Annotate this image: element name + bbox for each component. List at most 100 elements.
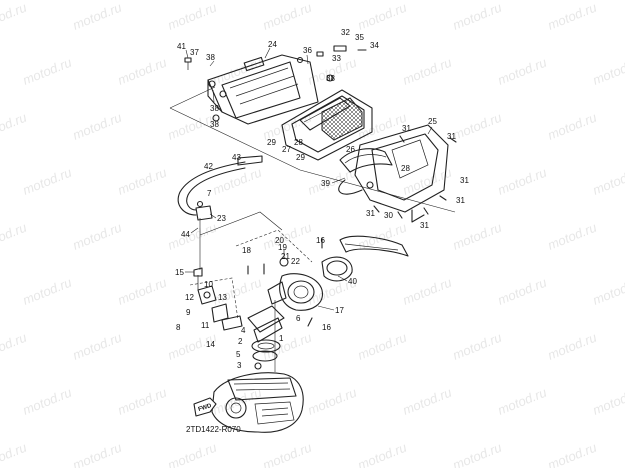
watermark-text: motod.ru — [21, 275, 74, 308]
watermark-text: motod.ru — [261, 440, 314, 468]
watermark-text: motod.ru — [71, 0, 124, 33]
throttle-sensor-parts — [193, 267, 243, 331]
callout-31e: 31 — [366, 209, 375, 218]
watermark-text: motod.ru — [496, 165, 549, 198]
watermark-text: motod.ru — [496, 275, 549, 308]
watermark-text: motod.ru — [116, 165, 169, 198]
watermark-text: motod.ru — [261, 220, 314, 253]
watermark-text: motod.ru — [451, 110, 504, 143]
callout-31f: 31 — [420, 221, 429, 230]
callout-28b: 28 — [401, 164, 410, 173]
watermark-text: motod.ru — [591, 385, 625, 418]
callout-9: 9 — [186, 308, 191, 317]
throttle-body — [267, 250, 323, 311]
callout-6: 6 — [296, 314, 301, 323]
watermark-text: motod.ru — [211, 275, 264, 308]
callout-5: 5 — [236, 350, 241, 359]
watermark-text: motod.ru — [0, 110, 29, 143]
watermark-text: motod.ru — [261, 0, 314, 33]
callout-10: 10 — [204, 280, 213, 289]
watermark-text: motod.ru — [261, 330, 314, 363]
watermark-text: motod.ru — [21, 55, 74, 88]
watermark-text: motod.ru — [166, 440, 219, 468]
watermark-text: motod.ru — [116, 275, 169, 308]
callout-31d: 31 — [456, 196, 465, 205]
callout-36: 36 — [303, 46, 312, 55]
callout-29b: 29 — [296, 153, 305, 162]
watermark-text: motod.ru — [546, 110, 599, 143]
callout-27: 27 — [282, 145, 291, 154]
watermark-text: motod.ru — [356, 330, 409, 363]
callout-1: 1 — [279, 334, 284, 343]
callout-28: 28 — [294, 138, 303, 147]
watermark-text: motod.ru — [0, 0, 29, 33]
watermark-text: motod.ru — [356, 440, 409, 468]
callout-41: 41 — [177, 42, 186, 51]
callout-20: 20 — [275, 236, 284, 245]
callout-37: 37 — [190, 48, 199, 57]
watermark-text: motod.ru — [0, 440, 29, 468]
breather-hose — [177, 155, 263, 270]
drawing-code: 2TD1422-R070 — [186, 425, 241, 434]
callout-42: 42 — [204, 162, 213, 171]
air-cleaner-case-cover — [207, 54, 319, 125]
hardware-bolts — [184, 45, 457, 327]
callout-40: 40 — [348, 277, 357, 286]
watermark-text: motod.ru — [546, 220, 599, 253]
watermark-text: motod.ru — [116, 385, 169, 418]
callout-31c: 31 — [460, 176, 469, 185]
callout-33: 33 — [332, 54, 341, 63]
engine-block — [211, 372, 304, 433]
callout-11: 11 — [201, 321, 210, 330]
callout-34: 34 — [370, 41, 379, 50]
callout-15: 15 — [175, 268, 184, 277]
callout-25: 25 — [428, 117, 437, 126]
watermark-text: motod.ru — [591, 55, 625, 88]
watermark-text: motod.ru — [116, 55, 169, 88]
watermark-text: motod.ru — [451, 330, 504, 363]
watermark-text: motod.ru — [71, 220, 124, 253]
callout-30: 30 — [384, 211, 393, 220]
callout-16b: 16 — [322, 323, 331, 332]
callout-39: 39 — [321, 179, 330, 188]
watermark-text: motod.ru — [71, 110, 124, 143]
watermark-text: motod.ru — [21, 385, 74, 418]
callout-21: 21 — [281, 252, 290, 261]
watermark-text: motod.ru — [591, 275, 625, 308]
callout-32: 32 — [341, 28, 350, 37]
watermark-text: motod.ru — [546, 330, 599, 363]
callout-29a: 29 — [267, 138, 276, 147]
manifold-gaskets — [247, 300, 285, 372]
callout-17: 17 — [335, 306, 344, 315]
callout-38b: 38 — [210, 104, 219, 113]
callout-7: 7 — [207, 189, 212, 198]
callout-26: 26 — [346, 145, 355, 154]
watermark-text: motod.ru — [401, 385, 454, 418]
callout-16a: 16 — [316, 236, 325, 245]
callout-38d: 38 — [326, 74, 335, 83]
watermark-text: motod.ru — [356, 0, 409, 33]
intake-joint — [321, 235, 409, 282]
air-filter-element — [281, 89, 373, 161]
watermark-text: motod.ru — [71, 440, 124, 468]
callout-3: 3 — [237, 361, 242, 370]
watermark-text: motod.ru — [496, 55, 549, 88]
callout-18: 18 — [242, 246, 251, 255]
callout-22: 22 — [291, 257, 300, 266]
callout-8: 8 — [176, 323, 181, 332]
watermark-text: motod.ru — [546, 440, 599, 468]
watermark-text: motod.ru — [0, 330, 29, 363]
callout-2: 2 — [238, 337, 243, 346]
fwd-direction-arrow: FWD — [193, 397, 217, 417]
callout-24: 24 — [268, 40, 277, 49]
callout-35: 35 — [355, 33, 364, 42]
callout-43: 43 — [232, 153, 241, 162]
callout-31b: 31 — [447, 132, 456, 141]
callout-31a: 31 — [402, 124, 411, 133]
watermark-text: motod.ru — [496, 385, 549, 418]
watermark-text: motod.ru — [71, 330, 124, 363]
callout-4: 4 — [241, 326, 246, 335]
callout-19: 19 — [278, 243, 287, 252]
